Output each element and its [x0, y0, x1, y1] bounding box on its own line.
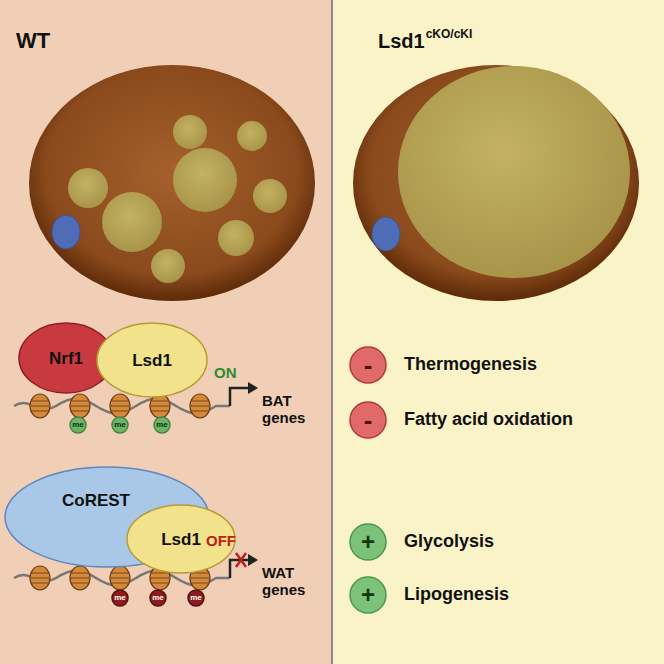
methyl-mark: me: [69, 416, 87, 434]
minus-circle: -: [349, 346, 387, 384]
effect-label: Lipogenesis: [404, 584, 509, 605]
divider: [331, 0, 333, 664]
node-text: Lsd1: [161, 531, 201, 548]
right-panel: [332, 0, 664, 664]
gene-label: WAT genes: [262, 564, 322, 599]
panel-title-superscript: cKO/cKI: [426, 28, 473, 42]
methyl-mark: me: [111, 416, 129, 434]
left-panel: [0, 0, 332, 664]
effect-label: Fatty acid oxidation: [404, 409, 573, 430]
methyl-mark: me: [149, 589, 167, 607]
ko-cell: [353, 65, 639, 301]
node-text: me: [72, 421, 84, 429]
node-text: me: [114, 594, 126, 602]
node-text: -: [364, 352, 373, 378]
methyl-mark: me: [187, 589, 205, 607]
node-text: +: [361, 530, 375, 554]
gene-label: BAT genes: [262, 392, 322, 427]
state-label: ON: [214, 364, 237, 381]
methyl-mark: me: [111, 589, 129, 607]
node-text: +: [361, 583, 375, 607]
effect-label: Thermogenesis: [404, 354, 537, 375]
plus-circle: +: [349, 523, 387, 561]
node-text: CoREST: [62, 492, 130, 509]
panel-title: Lsd1: [378, 30, 425, 53]
node-text: me: [114, 421, 126, 429]
wt-cell: [29, 65, 315, 301]
plus-circle: +: [349, 576, 387, 614]
node-text: Nrf1: [49, 350, 83, 367]
lsd1-protein: Lsd1: [96, 322, 208, 398]
node-text: me: [156, 421, 168, 429]
methyl-mark: me: [153, 416, 171, 434]
node-text: me: [152, 594, 164, 602]
effect-label: Glycolysis: [404, 531, 494, 552]
node-text: -: [364, 407, 373, 433]
panel-title: WT: [16, 28, 50, 53]
minus-circle: -: [349, 401, 387, 439]
node-text: me: [190, 594, 202, 602]
node-text: Lsd1: [132, 352, 172, 369]
state-label: OFF: [206, 532, 236, 549]
